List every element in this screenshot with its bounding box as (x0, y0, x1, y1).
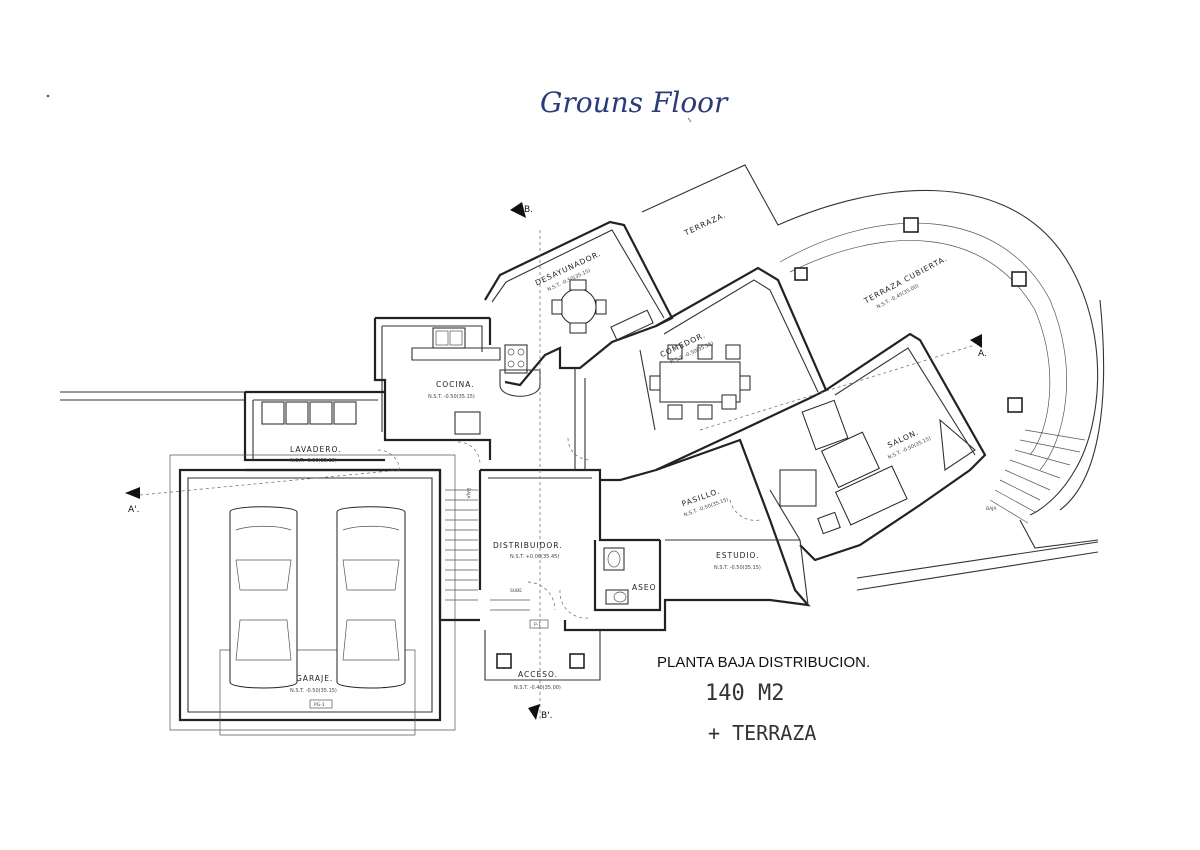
bathroom-fixtures (603, 547, 629, 605)
section-b-bottom: B'. (541, 711, 553, 721)
room-terraza-cubierta: TERRAZA CUBIERTA. (862, 254, 949, 306)
section-a-left: A'. (128, 505, 140, 515)
room-acceso: ACCESO. (518, 670, 558, 679)
dining-table (649, 344, 751, 420)
room-garaje: GARAJE. (296, 674, 333, 683)
level-garaje: N.S.T. -0.50(35.15) (290, 688, 337, 694)
car-left (229, 506, 298, 689)
tag-subir: SUBE (510, 588, 522, 594)
porch-columns (496, 653, 585, 669)
room-distribuidor: DISTRIBUIDOR. (493, 541, 563, 550)
level-estudio: N.S.T. -0.50(35.15) (714, 565, 761, 571)
section-markers: A'. B. B'. A. (125, 202, 987, 721)
room-cocina: COCINA. (436, 380, 475, 389)
terrace-columns (794, 217, 1027, 413)
handwritten-heading: Grouns Floor (540, 86, 729, 119)
door-swings (377, 437, 761, 619)
kitchen-counters (411, 327, 541, 435)
salon-furniture (779, 399, 908, 535)
level-cocina: N.S.T. -0.50(35.15) (428, 394, 475, 400)
room-terraza: TERRAZA. (682, 210, 728, 238)
pen-mark (687, 117, 692, 123)
tag-entry-door: P-1 (534, 622, 541, 628)
tag-baja-outer: BAJA (986, 506, 997, 512)
stair (445, 489, 530, 611)
speck (46, 94, 50, 98)
level-acceso: N.S.T. -0.40(35.00) (514, 685, 561, 691)
section-a-right: A. (978, 349, 987, 359)
laundry-appliances (261, 401, 357, 425)
terrace-note: + TERRAZA (708, 721, 816, 745)
tag-garage-door: PG-1 (314, 702, 325, 708)
plan-title: PLANTA BAJA DISTRIBUCION. (657, 654, 870, 671)
area-note: 140 M2 (705, 681, 784, 706)
terrace-outline (60, 164, 1105, 591)
walls (169, 220, 987, 736)
section-b-top: B. (524, 205, 533, 215)
garage-cars (229, 506, 406, 689)
room-aseo: ASEO (632, 583, 657, 592)
car-right (336, 506, 406, 689)
breakfast-table (551, 279, 607, 334)
door-tags: BAJA BAJA PG-1 P-1 SUBE (309, 488, 997, 709)
level-lavadero: N.S.T. -0.50(35.15) (290, 458, 337, 464)
tag-baja-stair: BAJA (465, 488, 471, 499)
room-lavadero: LAVADERO. (290, 445, 342, 454)
room-estudio: ESTUDIO. (716, 551, 760, 560)
sideboard (610, 309, 654, 341)
level-distribuidor: N.S.T. +0.00(35.45) (510, 554, 559, 560)
